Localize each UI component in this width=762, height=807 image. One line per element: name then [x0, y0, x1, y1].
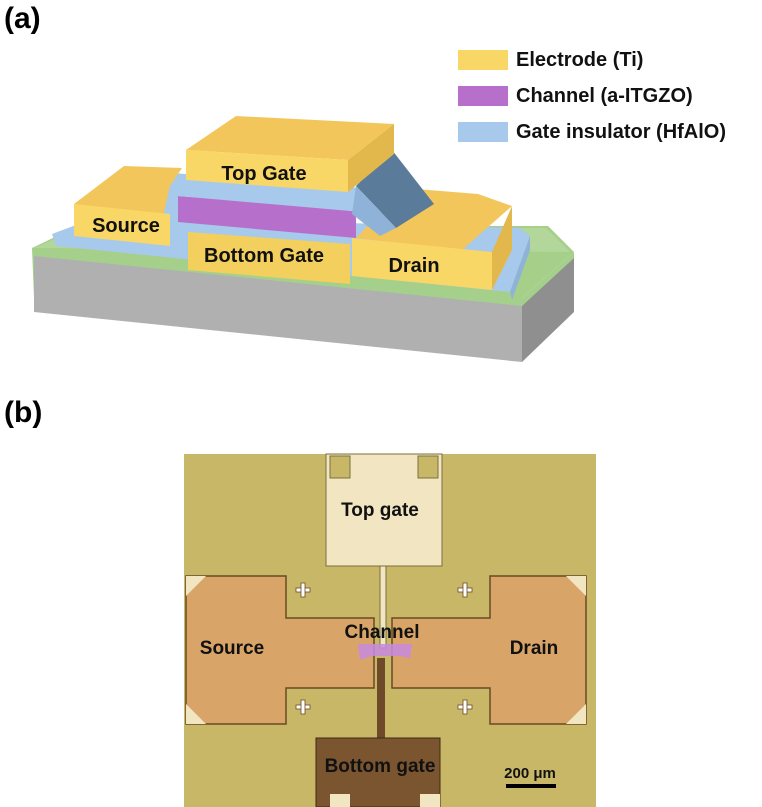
legend-swatch-gate-insulator [458, 122, 508, 142]
channel-region [358, 644, 412, 660]
legend-swatch-electrode [458, 50, 508, 70]
source-pad [185, 575, 375, 725]
micrograph-label-bottom-gate: Bottom gate [325, 756, 436, 777]
top-gate-pad-notch-left [329, 455, 351, 479]
top-gate-side-face [348, 124, 394, 192]
panel-a-label: (a) [4, 2, 41, 35]
legend: Electrode (Ti) Channel (a-ITGZO) Gate in… [458, 42, 726, 150]
drain-corner-bottom [566, 704, 586, 724]
label-source: Source [92, 215, 160, 237]
drain-corner-top [566, 576, 586, 596]
label-bottom-gate: Bottom Gate [204, 245, 324, 267]
legend-label-channel: Channel (a-ITGZO) [516, 84, 693, 107]
legend-label-electrode: Electrode (Ti) [516, 48, 644, 71]
drain-pad [391, 575, 587, 725]
alignment-mark-2 [457, 582, 473, 598]
top-gate-front-face [186, 150, 348, 192]
bottom-insulator-side [510, 236, 530, 300]
label-top-gate: Top Gate [221, 163, 306, 185]
top-gate-pad-notch-right [417, 455, 439, 479]
bottom-gate-notch-left [330, 794, 350, 807]
micrograph-label-top-gate: Top gate [341, 500, 419, 521]
scale-bar-label: 200 μm [504, 765, 556, 782]
substrate-front [34, 250, 522, 362]
legend-item-electrode: Electrode (Ti) [458, 42, 726, 78]
bottom-gate-notch-right [420, 794, 440, 807]
bottom-gate-line [377, 658, 385, 738]
legend-swatch-channel [458, 86, 508, 106]
micrograph-label-channel: Channel [345, 622, 420, 643]
drain-side-face [492, 206, 512, 290]
legend-item-gate-insulator: Gate insulator (HfAlO) [458, 114, 726, 150]
legend-label-gate-insulator: Gate insulator (HfAlO) [516, 120, 727, 143]
top-gate-top-face [186, 116, 394, 160]
alignment-mark-3 [295, 699, 311, 715]
scale-bar [506, 784, 556, 788]
slanted-insulator-wall-light [352, 186, 396, 236]
label-drain: Drain [388, 255, 439, 277]
source-corner-top [186, 576, 206, 596]
alignment-mark-4 [457, 699, 473, 715]
source-front-face [74, 204, 170, 246]
slanted-insulator-wall [356, 150, 434, 228]
drain-front-face [352, 238, 492, 290]
micrograph-label-drain: Drain [510, 638, 559, 659]
bottom-gate-block [188, 232, 350, 284]
device-schematic: Top Gate Source Bottom Gate Drain [32, 116, 574, 362]
micrograph-label-source: Source [200, 638, 264, 659]
panel-b-label: (b) [4, 396, 43, 429]
source-corner-bottom [186, 704, 206, 724]
substrate-side [522, 254, 574, 362]
legend-item-channel: Channel (a-ITGZO) [458, 78, 726, 114]
alignment-mark-1 [295, 582, 311, 598]
